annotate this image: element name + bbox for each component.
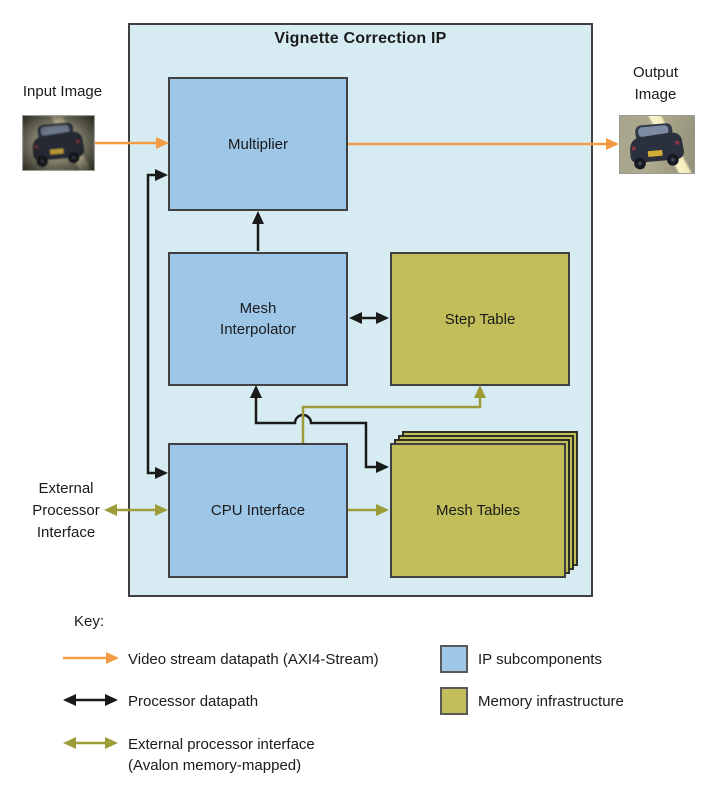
block-step-table: Step Table xyxy=(390,252,570,386)
external-processor-interface-label: External Processor Interface xyxy=(32,480,100,541)
key-entry-external-processor: External processor interface (Avalon mem… xyxy=(128,736,315,774)
block-mesh-interpolator: Mesh Interpolator xyxy=(168,252,348,386)
block-multiplier: Multiplier xyxy=(168,77,348,211)
block-mesh-interpolator-label: Mesh Interpolator xyxy=(220,300,296,338)
block-cpu-interface-label: CPU Interface xyxy=(210,502,306,519)
car-image xyxy=(630,123,684,170)
road-background xyxy=(23,116,94,170)
output-image-label: Output Image xyxy=(632,64,679,103)
key-processor-arrow-sample xyxy=(63,694,118,706)
output-image-thumbnail xyxy=(619,115,695,174)
memory-infrastructure-swatch xyxy=(440,687,468,715)
input-image-thumbnail xyxy=(22,115,95,171)
diagram-title: Vignette Correction IP xyxy=(274,30,447,47)
ip-subcomponents-swatch xyxy=(440,645,468,673)
ip-subcomponents-label: IP subcomponents xyxy=(478,651,602,668)
key-external-arrow-sample xyxy=(63,737,118,749)
car-image xyxy=(32,122,85,167)
key-heading: Key: xyxy=(74,613,105,630)
block-step-table-label: Step Table xyxy=(444,310,516,328)
key-video-arrow-sample xyxy=(63,652,119,664)
block-cpu-interface: CPU Interface xyxy=(168,443,348,578)
key-entry-video-stream: Video stream datapath (AXI4-Stream) xyxy=(128,651,379,668)
block-multiplier-label: Multiplier xyxy=(227,135,288,153)
input-image-label: Input Image xyxy=(22,83,103,100)
memory-infrastructure-label: Memory infrastructure xyxy=(478,693,624,710)
block-mesh-tables-label: Mesh Tables xyxy=(436,502,520,519)
key-entry-processor-datapath: Processor datapath xyxy=(128,693,259,710)
block-mesh-tables: Mesh Tables xyxy=(390,443,566,578)
road-background xyxy=(620,116,694,173)
